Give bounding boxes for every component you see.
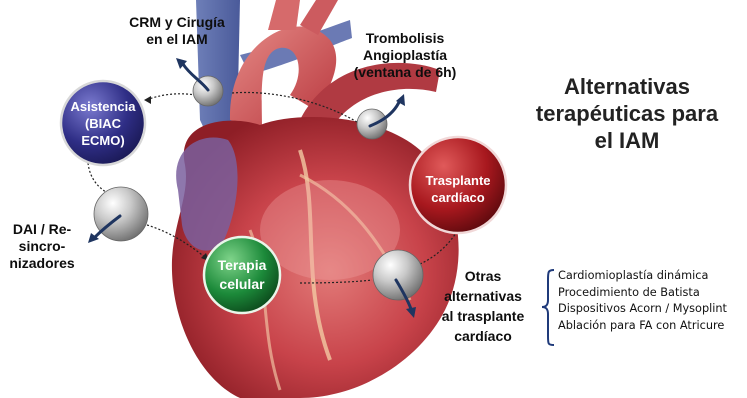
label-dai: DAI / Re- sincro- nizadores	[0, 221, 84, 272]
label-otras: Otras alternativas al trasplante cardíac…	[428, 266, 538, 346]
list-item: Ablación para FA con Atricure	[558, 318, 727, 335]
asistencia-text: Asistencia (BIAC ECMO)	[61, 98, 145, 149]
marker-dai	[94, 187, 148, 241]
label-crm: CRM y Cirugía en el IAM	[108, 14, 246, 48]
alternatives-list: Cardiomioplastía dinámica Procedimiento …	[558, 268, 727, 334]
marker-otras	[373, 250, 423, 300]
list-item: Dispositivos Acorn / Mysoplint	[558, 301, 727, 318]
trasplante-text: Trasplante cardíaco	[412, 172, 504, 206]
terapia-text: Terapia celular	[204, 256, 280, 294]
list-item: Cardiomioplastía dinámica	[558, 268, 727, 285]
label-trombolisis: Trombolisis Angioplastía (ventana de 6h)	[340, 30, 470, 81]
page-title: Alternativas terapéuticas para el IAM	[522, 73, 732, 154]
list-item: Procedimiento de Batista	[558, 285, 727, 302]
